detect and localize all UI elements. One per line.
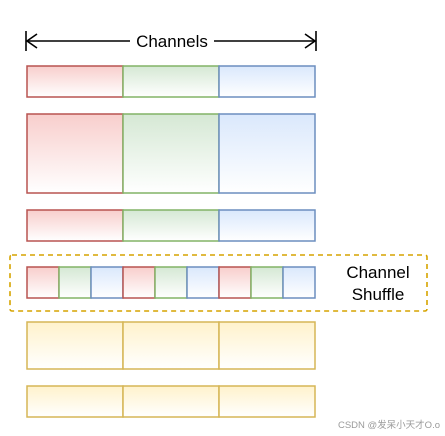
row-3-group-blue bbox=[218, 209, 316, 242]
row-4-group-yellow-3 bbox=[218, 321, 316, 370]
row-4-feature-groups bbox=[26, 321, 316, 370]
shuffle-label-line-1: Channel bbox=[346, 263, 409, 282]
channels-label: Channels bbox=[136, 32, 208, 51]
row-5-group-yellow-1 bbox=[26, 385, 124, 418]
row-2-group-red bbox=[26, 113, 124, 194]
arrow-head-right-icon bbox=[304, 33, 317, 49]
row-4-group-yellow-2 bbox=[122, 321, 220, 370]
row-4-group-yellow-1 bbox=[26, 321, 124, 370]
channels-dimension-arrow: Channels bbox=[25, 31, 317, 51]
row-3-feature-groups bbox=[26, 209, 316, 242]
row-5-group-yellow-3 bbox=[218, 385, 316, 418]
shuffle-cell-blue-2 bbox=[186, 266, 220, 299]
shuffle-cell-green-3 bbox=[250, 266, 284, 299]
shuffle-cell-blue-1 bbox=[90, 266, 124, 299]
row-1-feature-groups bbox=[26, 65, 316, 98]
channel-shuffle-block: Channel Shuffle bbox=[9, 254, 428, 312]
shuffle-dashed-border bbox=[9, 254, 428, 312]
row-5-feature-groups bbox=[26, 385, 316, 418]
shuffle-cell-green-2 bbox=[154, 266, 188, 299]
row-2-feature-groups bbox=[26, 113, 316, 194]
row-1-group-blue bbox=[218, 65, 316, 98]
row-5-group-yellow-2 bbox=[122, 385, 220, 418]
row-1-group-green bbox=[122, 65, 220, 98]
watermark-text: CSDN @发呆小天才O.o bbox=[338, 419, 440, 431]
shuffle-label-line-2: Shuffle bbox=[352, 285, 405, 304]
shuffle-cell-red-3 bbox=[218, 266, 252, 299]
row-2-group-green bbox=[122, 113, 220, 194]
row-3-group-green bbox=[122, 209, 220, 242]
shuffle-cell-red-1 bbox=[26, 266, 60, 299]
shuffle-cell-red-2 bbox=[122, 266, 156, 299]
shuffle-cell-green-1 bbox=[58, 266, 92, 299]
row-3-group-red bbox=[26, 209, 124, 242]
shuffle-cell-blue-3 bbox=[282, 266, 316, 299]
row-1-group-red bbox=[26, 65, 124, 98]
row-2-group-blue bbox=[218, 113, 316, 194]
arrow-head-left-icon bbox=[25, 33, 38, 49]
